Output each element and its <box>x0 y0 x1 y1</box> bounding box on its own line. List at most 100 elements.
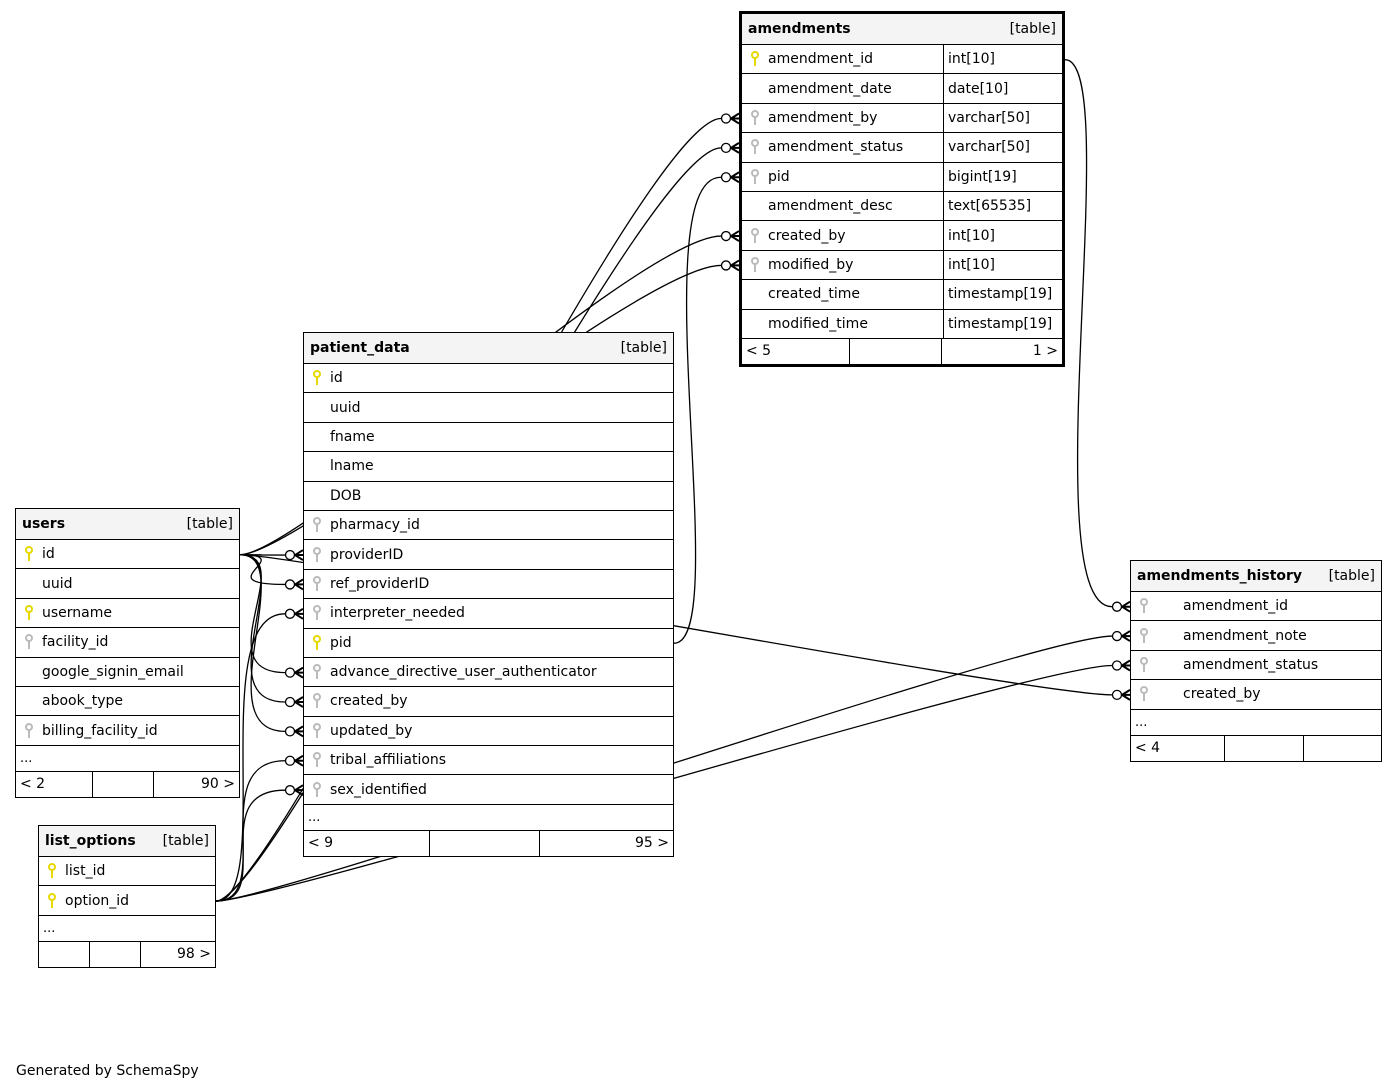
column-row[interactable]: tribal_affiliations <box>304 746 673 776</box>
column-row[interactable]: amendment_status <box>1131 651 1381 681</box>
column-row[interactable]: interpreter_needed <box>304 599 673 629</box>
column-row[interactable]: uuid <box>16 569 239 599</box>
table-name: amendments <box>748 21 851 37</box>
primary-key-icon <box>750 51 760 67</box>
generated-by-credit: Generated by SchemaSpy <box>16 1063 199 1079</box>
no-key-spacer <box>312 400 322 416</box>
more-columns[interactable]: ... <box>1131 710 1381 736</box>
more-columns[interactable]: ... <box>16 746 239 772</box>
column-row[interactable]: username <box>16 599 239 629</box>
parent-count[interactable] <box>39 941 90 967</box>
foreign-key-icon <box>312 575 322 592</box>
column-row[interactable]: updated_by <box>304 717 673 747</box>
column-row[interactable]: pid <box>304 629 673 658</box>
column-name-cell: id <box>304 364 673 392</box>
column-name-cell: modified_time <box>742 310 943 338</box>
column-name: created_by <box>330 693 408 710</box>
column-name-cell: lname <box>304 452 673 480</box>
parent-count[interactable]: < 2 <box>16 771 93 797</box>
table-name: patient_data <box>310 340 410 356</box>
relationship-edge <box>673 176 739 644</box>
child-count[interactable]: 90 > <box>201 776 235 793</box>
parent-count[interactable]: < 5 <box>742 338 850 364</box>
column-row[interactable]: advance_directive_user_authenticator <box>304 658 673 688</box>
column-row[interactable]: billing_facility_id <box>16 716 239 746</box>
parent-count[interactable]: < 9 <box>304 830 430 856</box>
parent-count[interactable]: < 4 <box>1131 735 1225 761</box>
column-row[interactable]: created_by <box>304 687 673 717</box>
more-columns[interactable]: ... <box>39 916 215 942</box>
column-type: varchar[50] <box>943 103 1062 133</box>
column-row[interactable]: id <box>304 364 673 394</box>
column-row[interactable]: option_id <box>39 886 215 916</box>
foreign-key-icon <box>312 781 322 798</box>
table-kind: [table] <box>162 833 209 849</box>
child-count[interactable]: 95 > <box>635 835 669 852</box>
primary-key-icon <box>24 604 34 621</box>
column-type: date[10] <box>943 74 1062 103</box>
primary-key-icon <box>312 634 322 651</box>
optional-marker-icon <box>284 755 296 766</box>
child-count[interactable]: 1 > <box>1032 343 1058 360</box>
column-row[interactable]: id <box>16 540 239 570</box>
relationship-edge <box>239 554 303 703</box>
column-row[interactable]: facility_id <box>16 628 239 658</box>
crows-foot-icon <box>294 696 304 708</box>
column-row[interactable]: providerID <box>304 540 673 570</box>
no-key-spacer <box>24 693 34 709</box>
column-row[interactable]: abook_type <box>16 687 239 717</box>
crows-foot-icon <box>294 578 304 591</box>
table-header[interactable]: patient_data [table] <box>304 333 673 364</box>
foreign-key-icon <box>24 722 34 739</box>
column-name: uuid <box>42 575 73 592</box>
column-type: int[10] <box>943 250 1062 280</box>
column-row[interactable]: lname <box>304 452 673 482</box>
column-row[interactable]: pharmacy_id <box>304 511 673 541</box>
relationship-edge <box>239 554 303 674</box>
column-type: varchar[50] <box>943 133 1062 162</box>
column-row[interactable]: google_signin_email <box>16 658 239 687</box>
column-name-cell: amendment_id <box>1131 592 1381 620</box>
primary-key-icon <box>24 546 34 562</box>
column-row[interactable]: fname <box>304 423 673 453</box>
column-row[interactable]: sex_identified <box>304 775 673 805</box>
column-row[interactable]: amendment_id <box>1131 592 1381 622</box>
column-name-cell: uuid <box>16 569 239 597</box>
child-count[interactable] <box>1304 736 1381 761</box>
no-key-spacer <box>312 458 322 474</box>
table-header[interactable]: users [table] <box>16 509 239 540</box>
column-row[interactable]: ref_providerID <box>304 570 673 600</box>
optional-marker-icon <box>1111 601 1123 612</box>
column-name: amendment_id <box>768 51 873 68</box>
foreign-key-icon <box>24 634 34 650</box>
column-name: providerID <box>330 546 404 563</box>
table-header[interactable]: list_options [table] <box>39 826 215 857</box>
crows-foot-icon <box>294 549 304 561</box>
column-row[interactable]: created_by <box>1131 680 1381 710</box>
more-columns[interactable]: ... <box>304 805 673 831</box>
column-row[interactable]: list_id <box>39 857 215 887</box>
column-row[interactable]: amendment_note <box>1131 621 1381 651</box>
table-header[interactable]: amendments_history [table] <box>1131 561 1381 592</box>
foreign-key-icon <box>1139 686 1149 702</box>
column-row[interactable]: uuid <box>304 393 673 423</box>
column-name-cell: providerID <box>304 540 673 568</box>
table-header[interactable]: amendments [table] <box>742 14 1062 45</box>
column-row[interactable]: DOB <box>304 482 673 511</box>
child-count[interactable]: 98 > <box>177 946 211 963</box>
